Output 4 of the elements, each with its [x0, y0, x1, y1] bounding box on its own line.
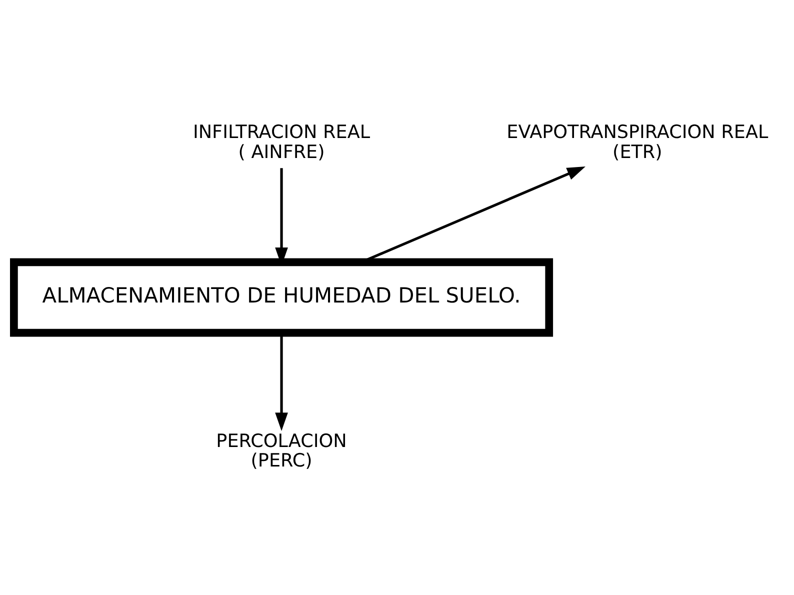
- node-box: ALMACENAMIENTO DE HUMEDAD DEL SUELO.: [10, 258, 554, 337]
- node-text: PERCOLACION (PERC): [216, 430, 347, 472]
- node-text: INFILTRACION REAL ( AINFRE): [192, 122, 370, 163]
- node-text: EVAPOTRANSPIRACION REAL (ETR): [506, 122, 768, 163]
